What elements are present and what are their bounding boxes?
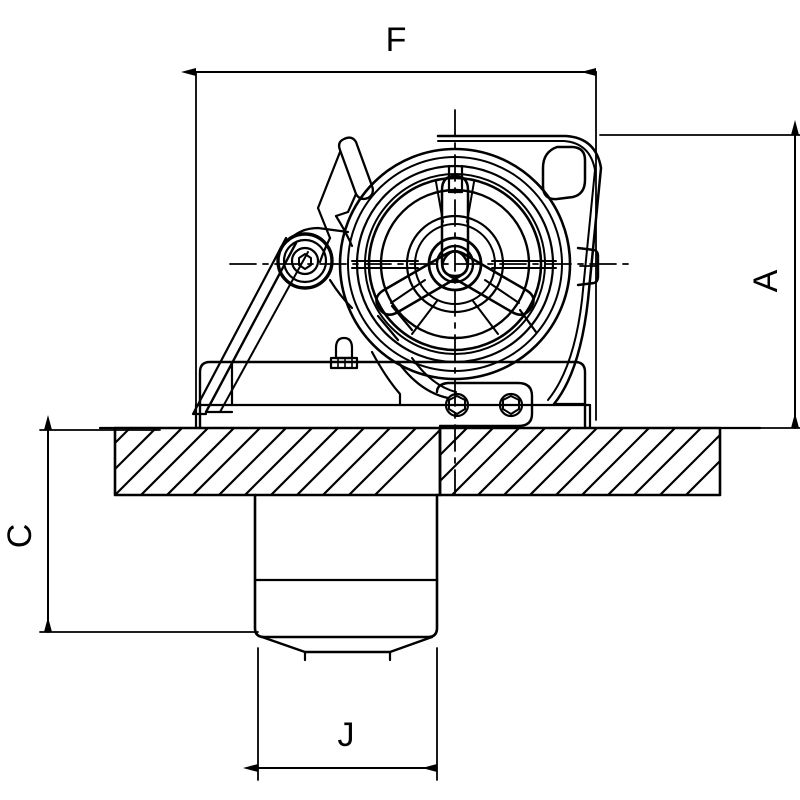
grease-nipple — [329, 336, 359, 370]
lower-drive-housing — [253, 493, 439, 639]
housing-outer-shell — [436, 134, 603, 406]
dimension-C — [39, 415, 259, 633]
tiedown-bracket — [435, 381, 534, 428]
dimension-J — [243, 647, 438, 781]
housing-lower-nose — [370, 350, 457, 407]
dimension-A — [599, 120, 800, 429]
housing-grip-cutout — [541, 145, 587, 201]
hub-keyway-marks — [351, 260, 557, 269]
centerlines — [229, 109, 629, 496]
deck-plate-left — [113, 426, 442, 497]
base-frame — [198, 360, 587, 430]
dimension-F — [181, 68, 597, 421]
lower-spigot — [260, 635, 434, 662]
handwheel-handle-arms — [375, 174, 535, 316]
dimension-label-J: J — [338, 716, 355, 754]
housing-side-boss — [576, 246, 600, 287]
deck-plate-right — [438, 426, 722, 497]
dimension-label-C: C — [1, 524, 39, 549]
dimension-label-F: F — [386, 21, 407, 59]
lever-pivot-boss — [276, 232, 334, 290]
dimension-label-A: A — [747, 269, 785, 292]
